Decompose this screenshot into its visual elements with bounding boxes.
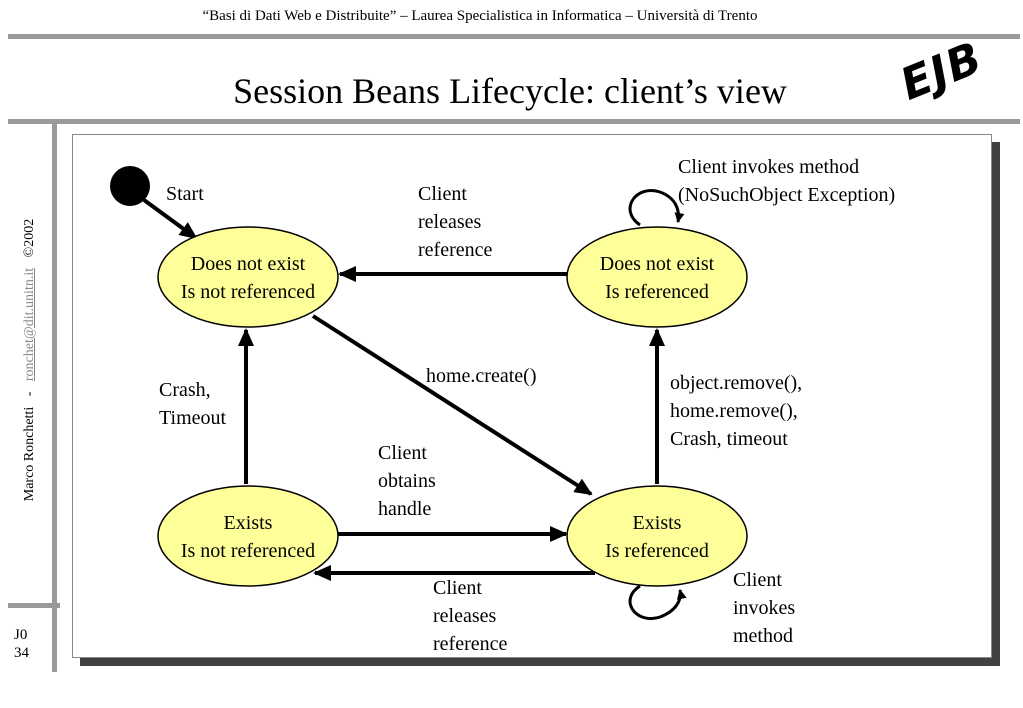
label-line: Client	[418, 183, 467, 205]
label-line: Client invokes method	[678, 156, 859, 178]
state-label: Exists	[224, 512, 273, 534]
slide-number: J0 34	[14, 626, 29, 662]
label-client-releases-bottom: Client releases reference	[433, 577, 507, 655]
label-line: releases	[418, 211, 482, 233]
course-header: “Basi di Dati Web e Distribuite” – Laure…	[202, 8, 758, 24]
label-client-releases-top: Client releases reference	[418, 183, 492, 261]
state-dne-not-ref: Does not exist Is not referenced	[157, 226, 339, 328]
label-line: Client	[733, 569, 782, 591]
loop-dne-ref	[628, 189, 685, 227]
start-arrow	[142, 198, 198, 240]
state-exists-ref: Exists Is referenced	[566, 485, 748, 587]
state-label: Is referenced	[605, 540, 709, 562]
state-label: Does not exist	[191, 253, 306, 275]
label-line: handle	[378, 498, 431, 520]
label-client-invokes-top: Client invokes method (NoSuchObject Exce…	[678, 156, 895, 206]
title-rule	[8, 119, 1020, 124]
start-label: Start	[166, 183, 204, 205]
label-crash-timeout: Crash, Timeout	[159, 379, 227, 429]
arrow-home-create	[311, 314, 593, 496]
label-line: object.remove(),	[670, 372, 802, 394]
label-line: releases	[433, 605, 497, 627]
start-node	[110, 166, 150, 206]
state-label: Is not referenced	[181, 281, 315, 303]
slide-code: J0	[14, 627, 28, 643]
label-line: obtains	[378, 470, 436, 492]
slide-index: 34	[14, 645, 29, 661]
footer-rule	[8, 603, 60, 608]
state-label: Does not exist	[600, 253, 715, 275]
label-remove: object.remove(), home.remove(), Crash, t…	[670, 372, 802, 450]
label-client-obtains: Client obtains handle	[378, 442, 436, 520]
label-line: reference	[433, 633, 507, 655]
label-line: Crash,	[159, 379, 211, 401]
state-label: Exists	[633, 512, 682, 534]
label-home-create: home.create()	[426, 365, 536, 387]
label-line: Client	[378, 442, 427, 464]
state-label: Is not referenced	[181, 540, 315, 562]
label-line: Client	[433, 577, 482, 599]
loop-exists-ref	[628, 584, 687, 620]
label-line: (NoSuchObject Exception)	[678, 184, 895, 206]
page-title: Session Beans Lifecycle: client’s view	[233, 71, 787, 111]
label-line: Timeout	[159, 407, 227, 429]
label-line: home.remove(),	[670, 400, 798, 422]
label-line: method	[733, 625, 793, 647]
state-dne-ref: Does not exist Is referenced	[566, 226, 748, 328]
header-rule	[8, 34, 1020, 39]
state-exists-not-ref: Exists Is not referenced	[157, 485, 339, 587]
label-line: Crash, timeout	[670, 428, 788, 450]
label-line: reference	[418, 239, 492, 261]
sidebar-rule	[52, 124, 57, 672]
label-line: invokes	[733, 597, 795, 619]
state-label: Is referenced	[605, 281, 709, 303]
label-client-invokes-bottom: Client invokes method	[733, 569, 795, 647]
